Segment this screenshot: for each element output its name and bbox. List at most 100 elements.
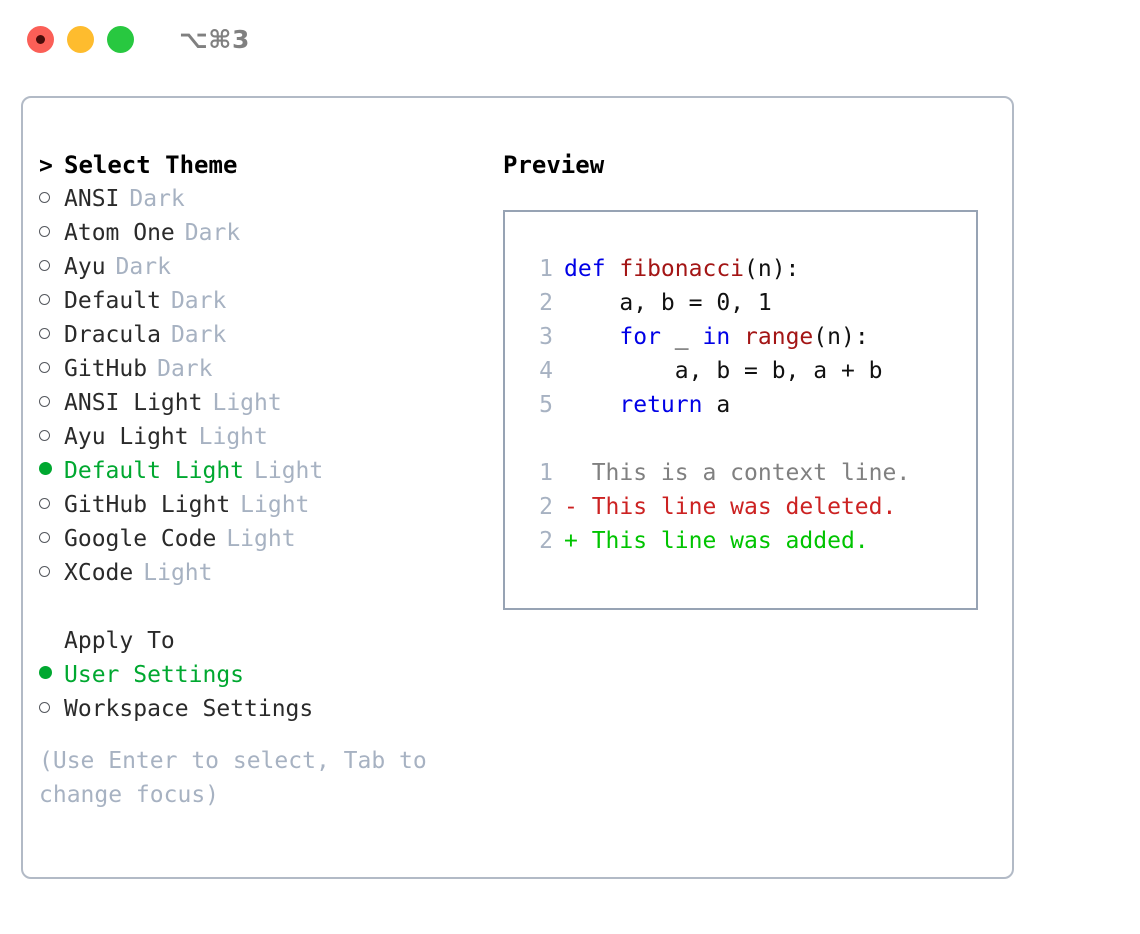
code-line: 2 a, b = 0, 1	[519, 286, 976, 320]
theme-list-item[interactable]: Google Code Light	[39, 522, 489, 556]
code-line: 4 a, b = b, a + b	[519, 354, 976, 388]
apply-to-label-row: Apply To	[39, 624, 489, 658]
theme-name: GitHub Light	[64, 492, 231, 518]
window-titlebar: ⌥⌘3	[0, 0, 1140, 78]
diff-line: 2 - This line was deleted.	[519, 490, 976, 524]
section-gap	[39, 590, 489, 624]
token-txt: (n):	[744, 256, 800, 282]
radio-selected-icon	[39, 658, 64, 692]
prompt-caret-icon: >	[39, 153, 53, 179]
radio-unselected-icon	[39, 556, 64, 590]
theme-variant-badge: Dark	[115, 254, 171, 280]
select-theme-header: > Select Theme	[39, 148, 489, 182]
code-text: for _ in range(n):	[564, 320, 869, 354]
theme-variant-badge: Light	[198, 424, 268, 450]
radio-unselected-icon	[39, 182, 64, 216]
token-kw: for	[619, 324, 661, 350]
theme-list-item[interactable]: Ayu Light Light	[39, 420, 489, 454]
token-txt: a	[702, 392, 731, 418]
apply-to-item[interactable]: User Settings	[39, 658, 489, 692]
theme-list-item[interactable]: Atom One Dark	[39, 216, 489, 250]
code-text: a, b = 0, 1	[564, 286, 772, 320]
diff-line: 2 + This line was added.	[519, 524, 976, 558]
radio-unselected-icon	[39, 522, 64, 556]
code-line: 3 for _ in range(n):	[519, 320, 976, 354]
theme-name: Default	[64, 288, 161, 314]
token-txt	[730, 324, 744, 350]
token-txt: (n):	[813, 324, 869, 350]
apply-to-option-label: Workspace Settings	[64, 696, 314, 722]
theme-variant-badge: Dark	[170, 322, 227, 348]
token-txt	[564, 392, 619, 418]
token-ctx: This is a context line.	[564, 460, 911, 486]
token-fn: fibonacci	[619, 256, 745, 282]
theme-name: ANSI Light	[64, 390, 203, 416]
line-number: 4	[539, 358, 553, 384]
token-fn: range	[744, 324, 814, 350]
theme-name: Google Code	[64, 526, 217, 552]
diff-preview: 1 This is a context line. 2 - This line wa…	[519, 456, 976, 558]
apply-to-item[interactable]: Workspace Settings	[39, 692, 489, 726]
line-number: 1	[539, 460, 553, 486]
window-controls	[27, 25, 134, 53]
radio-unselected-icon	[39, 250, 64, 284]
theme-variant-badge: Light	[254, 458, 324, 484]
token-add: + This line was added.	[564, 528, 869, 554]
minimize-button[interactable]	[67, 25, 94, 53]
theme-list-item[interactable]: Dracula Dark	[39, 318, 489, 352]
theme-variant-badge: Light	[240, 492, 310, 518]
radio-unselected-icon	[39, 216, 64, 250]
token-txt: _	[660, 324, 703, 350]
code-text: def fibonacci(n):	[564, 252, 799, 286]
code-text: a, b = b, a + b	[564, 354, 883, 388]
maximize-button[interactable]	[107, 25, 134, 53]
token-del: - This line was deleted.	[564, 494, 897, 520]
theme-list-item[interactable]: ANSI Dark	[39, 182, 489, 216]
token-kw: def	[564, 256, 620, 282]
theme-name: ANSI	[64, 186, 120, 212]
apply-to-label: Apply To	[64, 628, 175, 654]
theme-list-item[interactable]: GitHub Light Light	[39, 488, 489, 522]
code-diff-gap	[519, 422, 976, 456]
select-theme-title: Select Theme	[64, 151, 238, 179]
theme-variant-badge: Dark	[184, 220, 241, 246]
theme-name: Ayu Light	[64, 424, 189, 450]
code-text: This is a context line.	[564, 456, 911, 490]
theme-variant-badge: Dark	[129, 186, 185, 212]
theme-variant-badge: Dark	[157, 356, 213, 382]
apply-to-option-label: User Settings	[64, 662, 245, 688]
radio-unselected-icon	[39, 488, 64, 522]
radio-unselected-icon	[39, 352, 64, 386]
close-button[interactable]	[27, 25, 54, 53]
token-kw: in	[702, 324, 731, 350]
theme-list-item[interactable]: Ayu Dark	[39, 250, 489, 284]
radio-unselected-icon	[39, 318, 64, 352]
token-txt: a, b = 0, 1	[564, 290, 772, 316]
radio-unselected-icon	[39, 284, 64, 318]
theme-variant-badge: Light	[143, 560, 213, 586]
line-number: 2	[539, 494, 553, 520]
preview-title: Preview	[503, 151, 605, 179]
line-number: 2	[539, 290, 553, 316]
line-number: 2	[539, 528, 553, 554]
hint-gap	[39, 726, 489, 744]
theme-name: Dracula	[64, 322, 161, 348]
theme-name: Ayu	[64, 254, 106, 280]
theme-variant-badge: Light	[226, 526, 296, 552]
radio-unselected-icon	[39, 692, 64, 726]
theme-name: Atom One	[64, 220, 175, 246]
